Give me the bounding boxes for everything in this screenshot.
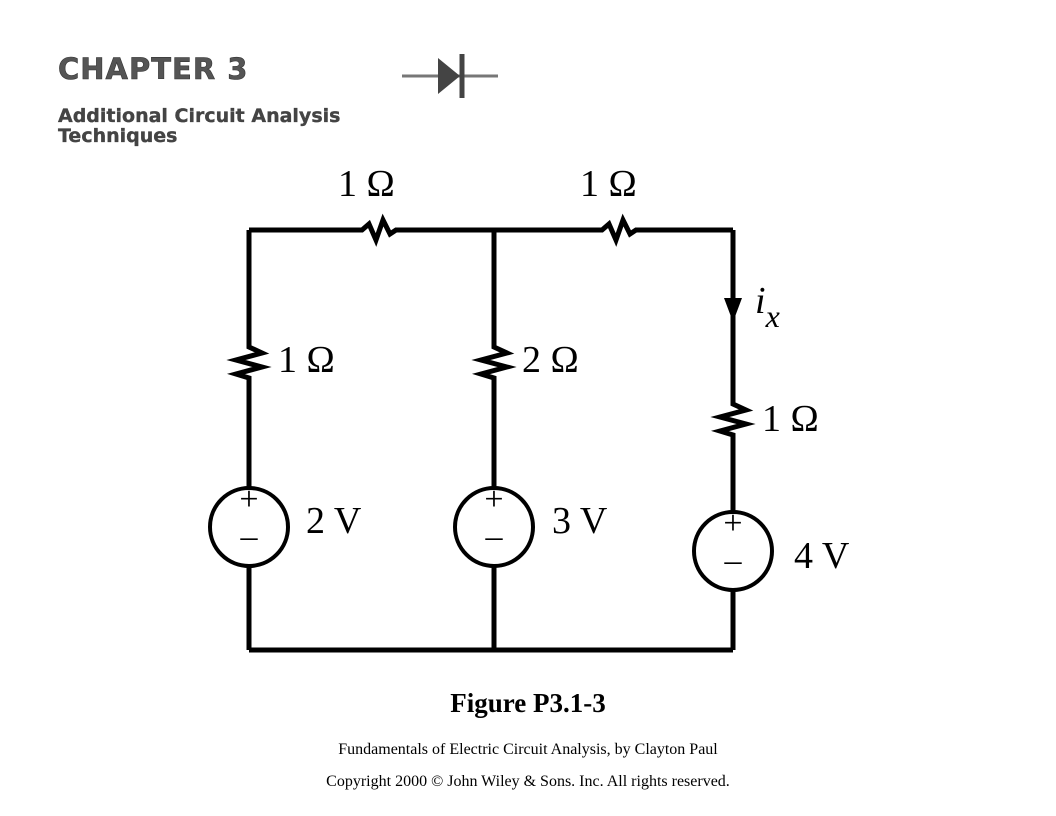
right-branch-wire [710, 230, 756, 512]
left-resistor-label: 1 Ω [278, 339, 335, 381]
middle-resistor-label: 2 Ω [522, 339, 579, 381]
right-source-plus: + [723, 505, 742, 542]
current-label-main: i [755, 280, 766, 322]
middle-voltage-source [453, 486, 535, 568]
left-branch-wire [226, 230, 272, 488]
left-source-minus: – [240, 518, 259, 555]
figure-credit: Fundamentals of Electric Circuit Analysi… [338, 741, 718, 758]
right-source-label: 4 V [794, 535, 850, 577]
middle-branch-wire [471, 230, 517, 488]
middle-source-label: 3 V [552, 500, 608, 542]
top-wire [249, 213, 733, 247]
middle-source-plus: + [484, 481, 503, 518]
middle-source-minus: – [485, 518, 504, 555]
diode-icon [402, 54, 498, 98]
right-source-minus: – [724, 542, 743, 579]
current-label-sub: x [765, 298, 780, 334]
top-right-resistor-label: 1 Ω [580, 163, 637, 205]
chapter-subtitle-line2: Techniques [58, 125, 178, 147]
chapter-title: CHAPTER 3 [58, 52, 249, 87]
chapter-subtitle-line1: Additional Circuit Analysis [58, 105, 341, 127]
left-source-plus: + [239, 481, 258, 518]
current-label: ix [755, 280, 780, 334]
left-source-label: 2 V [306, 500, 362, 542]
chapter-subtitle: Additional Circuit Analysis Techniques [58, 105, 341, 147]
left-voltage-source [208, 486, 290, 568]
current-arrow [724, 298, 742, 322]
right-voltage-source [692, 510, 774, 592]
chapter-banner: CHAPTER 3 Additional Circuit Analysis Te… [40, 46, 500, 150]
figure-title: Figure P3.1-3 [450, 688, 606, 718]
right-resistor-label: 1 Ω [762, 398, 819, 440]
figure-copyright: Copyright 2000 © John Wiley & Sons. Inc.… [326, 773, 730, 790]
top-left-resistor-label: 1 Ω [338, 163, 395, 205]
